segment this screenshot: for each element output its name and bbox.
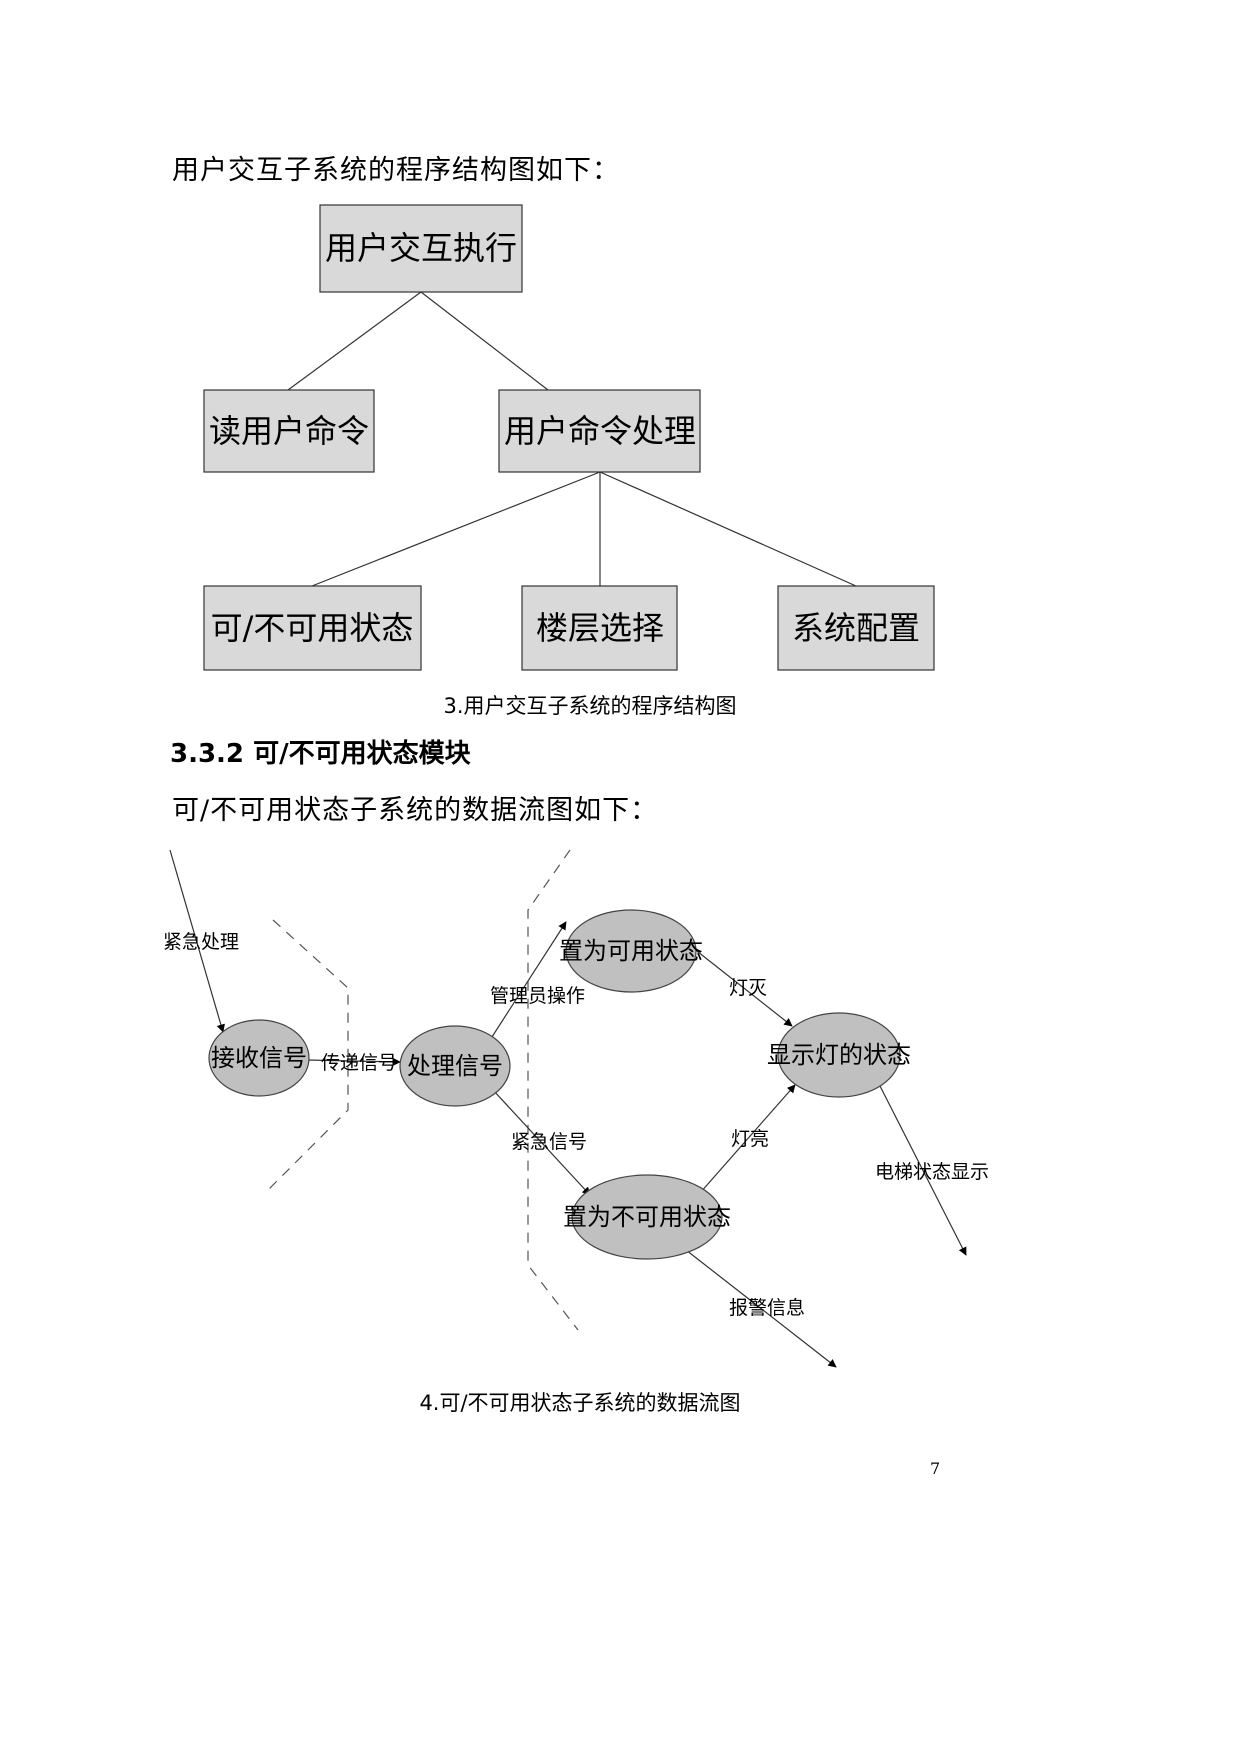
process-set-available [565,909,697,993]
flow-light-off [692,947,793,1027]
label-light-on: 灯亮 [731,1128,769,1150]
box-read-user-command [203,389,375,473]
process-process-signal [399,1025,511,1107]
dataflow-diagram: 接收信号 处理信号 置为可用状态 置为不可用状态 显示灯的状态 紧急处理 传递信… [163,849,989,1368]
label-alarm-info: 报警信息 [729,1297,805,1319]
flow-alarm-info [685,1249,837,1368]
label-read-user-command: 读用户命令 [209,412,369,450]
boundary-left [267,919,349,1191]
label-user-command-processing: 用户命令处理 [504,412,696,450]
box-system-config [777,585,935,671]
intro-text-1: 用户交互子系统的程序结构图如下： [172,155,620,186]
label-system-config: 系统配置 [792,609,920,647]
label-transmit-signal: 传递信号 [321,1052,397,1074]
label-receive-signal: 接收信号 [211,1044,307,1072]
box-availability-state [203,585,422,671]
label-light-off: 灯灭 [729,977,767,999]
flow-emergency-signal [492,1089,591,1196]
section-heading: 3.3.2 可/不可用状态模块 [170,739,471,769]
label-admin-operation: 管理员操作 [490,985,585,1007]
label-elevator-status-display: 电梯状态显示 [875,1161,989,1183]
page-number: 7 [930,1459,941,1478]
intro-text-2: 可/不可用状态子系统的数据流图如下： [172,795,659,826]
label-set-unavailable: 置为不可用状态 [563,1203,731,1231]
flow-transmit-signal [306,1057,401,1067]
flow-light-on [699,1084,796,1194]
connector-root-read [287,291,422,391]
flow-admin-operation [489,921,567,1041]
figure-caption-2: 4.可/不可用状态子系统的数据流图 [419,1391,741,1415]
label-emergency-signal: 紧急信号 [511,1131,587,1153]
connector-process-config [599,471,857,587]
boundary-right [527,849,579,1331]
label-emergency-handling: 紧急处理 [163,931,239,953]
process-set-unavailable [571,1174,723,1260]
connector-process-availability [311,471,601,587]
connector-root-process [420,291,549,391]
label-process-signal: 处理信号 [407,1052,503,1080]
label-floor-selection: 楼层选择 [536,609,664,647]
process-receive-signal [208,1019,310,1097]
box-user-command-processing [498,389,701,473]
flow-elevator-status-display [879,1085,967,1256]
label-availability-state: 可/不可用状态 [211,609,414,647]
box-user-interaction-exec [319,204,523,293]
figure-caption-1: 3.用户交互子系统的程序结构图 [443,694,737,718]
box-floor-selection [521,585,678,671]
label-show-light-state: 显示灯的状态 [767,1041,911,1069]
structure-chart: 用户交互执行 读用户命令 用户命令处理 可/不可用状态 楼层选择 系统配置 [203,204,935,671]
flow-emergency-handling [169,849,225,1033]
process-show-light-state [777,1012,901,1098]
label-set-available: 置为可用状态 [559,937,703,965]
label-user-interaction-exec: 用户交互执行 [325,229,517,267]
